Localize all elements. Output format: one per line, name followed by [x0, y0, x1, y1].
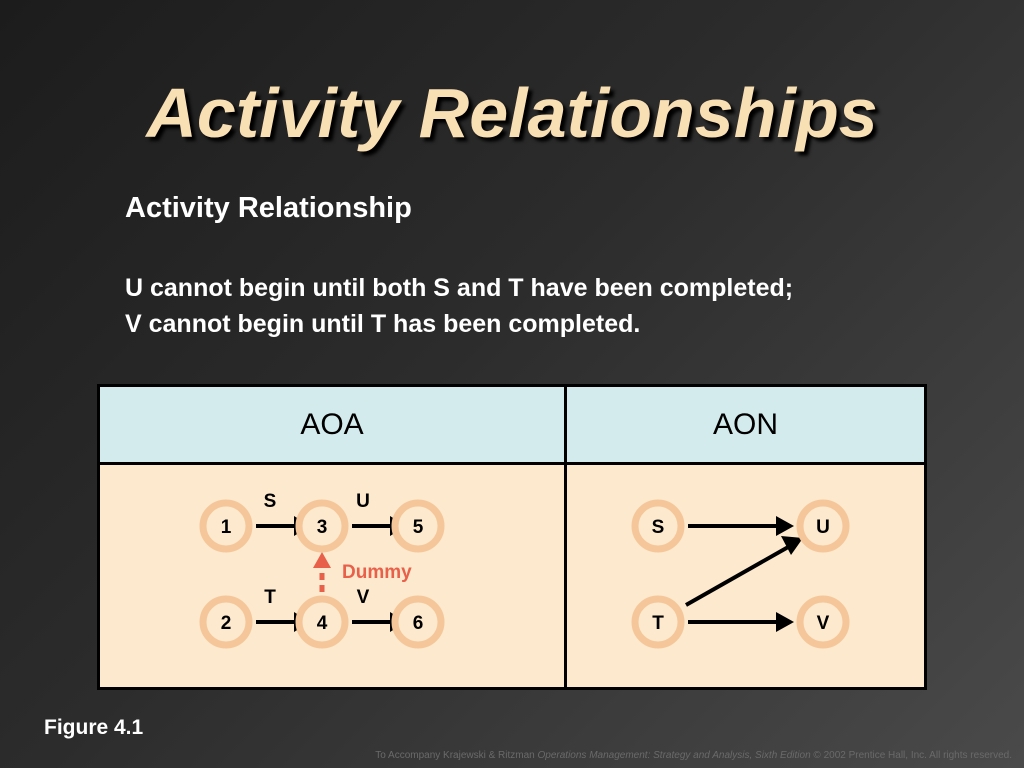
aoa-node-labels: 1 3 5 2 4 6	[221, 517, 424, 634]
arrow-s-u-head	[776, 516, 794, 536]
aoa-node-label: 2	[221, 613, 232, 634]
aoa-nodes	[199, 499, 445, 649]
dummy-arrow-head	[313, 552, 331, 568]
aon-node-label: U	[816, 517, 830, 538]
activity-label-u: U	[356, 491, 370, 512]
aon-cell	[567, 465, 924, 687]
aon-node-label: T	[652, 613, 664, 634]
copyright-footer: To Accompany Krajewski & Ritzman Operati…	[375, 750, 1012, 761]
aon-header: AON	[567, 387, 924, 462]
activity-label-v: V	[357, 587, 370, 608]
aoa-node-label: 4	[317, 613, 328, 634]
aon-nodes	[631, 499, 850, 649]
aoa-node-label: 3	[317, 517, 328, 538]
description-line: V cannot begin until T has been complete…	[125, 310, 641, 338]
aon-node-label: S	[652, 517, 665, 538]
activity-label-s: S	[264, 491, 277, 512]
aoa-node	[199, 499, 253, 553]
footer-suffix: © 2002 Prentice Hall, Inc. All rights re…	[810, 750, 1012, 761]
figure-label: Figure 4.1	[44, 716, 144, 739]
description-line: U cannot begin until both S and T have b…	[125, 274, 794, 302]
aon-node	[631, 595, 685, 649]
aon-node-label: V	[817, 613, 830, 634]
aon-arrows	[685, 516, 803, 632]
aoa-node	[391, 499, 445, 553]
slide-subtitle: Activity Relationship	[125, 192, 412, 224]
activity-label-t: T	[264, 587, 276, 608]
aon-node-labels: S U T V	[652, 517, 830, 634]
relationship-description: U cannot begin until both S and T have b…	[125, 270, 793, 342]
slide-title: Activity Relationships	[146, 74, 878, 152]
aon-node	[631, 499, 685, 553]
aoa-node	[295, 595, 349, 649]
footer-prefix: To Accompany Krajewski & Ritzman	[375, 750, 538, 761]
aoa-node	[391, 595, 445, 649]
arrow-t-u	[685, 544, 791, 607]
arrow-t-v-head	[776, 612, 794, 632]
footer-book-title: Operations Management: Strategy and Anal…	[537, 750, 811, 761]
aoa-node-label: 6	[413, 613, 424, 634]
dummy-label: Dummy	[342, 562, 412, 583]
aoa-header: AOA	[100, 387, 564, 462]
aoa-node	[295, 499, 349, 553]
arrow-t-u-head	[781, 536, 803, 555]
aoa-activity-labels: S U T V	[264, 491, 370, 608]
aon-node	[796, 595, 850, 649]
aoa-node-label: 1	[221, 517, 232, 538]
aoa-node	[199, 595, 253, 649]
aoa-node-label: 5	[413, 517, 424, 538]
aon-node	[796, 499, 850, 553]
